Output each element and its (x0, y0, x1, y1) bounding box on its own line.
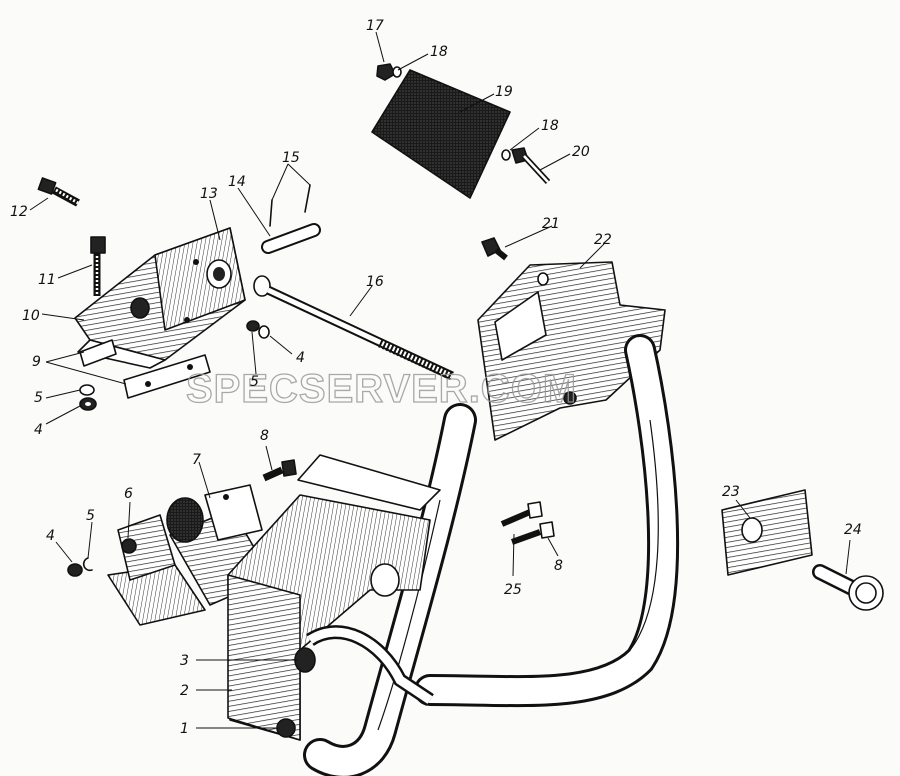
nut-washer-left (79, 384, 97, 411)
callout-18-right: 18 (541, 118, 559, 134)
callout-6: 6 (124, 486, 133, 502)
nut-washer-rod (246, 320, 270, 339)
washer-18-and-bolt-20 (501, 147, 551, 185)
cotter-pins-15 (269, 184, 311, 227)
callout-4-left: 4 (34, 422, 43, 438)
housing-2 (227, 454, 441, 741)
callout-5-left: 5 (34, 390, 43, 406)
leader-lines (29, 31, 851, 729)
plate-23 (721, 489, 813, 576)
rod-16 (253, 275, 454, 381)
callout-8-upper: 8 (260, 428, 269, 444)
callout-14: 14 (228, 174, 246, 190)
callout-5-lower: 5 (86, 508, 95, 524)
bolt-24 (812, 564, 884, 611)
bolt-8-lower (510, 521, 555, 545)
nut-17 (376, 63, 402, 81)
callout-4-mid: 4 (296, 350, 305, 366)
support-6 (107, 514, 206, 626)
callout-18-top: 18 (430, 44, 448, 60)
callout-12: 12 (10, 204, 28, 220)
callout-13: 13 (200, 186, 218, 202)
bolt-25 (500, 501, 543, 527)
callout-21: 21 (542, 216, 560, 232)
callout-11: 11 (38, 272, 56, 288)
callout-7: 7 (192, 452, 201, 468)
bolt-12 (37, 177, 80, 207)
nut-washer-6 (67, 557, 93, 577)
bolt-8-upper (262, 459, 297, 482)
callout-labels: 17 18 19 18 20 12 11 13 14 15 10 9 5 4 5… (10, 18, 862, 737)
callout-19: 19 (495, 84, 513, 100)
callout-8-lower: 8 (554, 558, 563, 574)
callout-4-lower: 4 (46, 528, 55, 544)
callout-15: 15 (282, 150, 300, 166)
bracket-10 (74, 227, 246, 369)
callout-22: 22 (594, 232, 612, 248)
callout-9: 9 (32, 354, 41, 370)
callout-5-mid: 5 (250, 374, 259, 390)
callout-1: 1 (180, 721, 189, 737)
callout-16: 16 (366, 274, 384, 290)
bolt-21 (481, 237, 508, 261)
callout-10: 10 (22, 308, 40, 324)
callout-24: 24 (844, 522, 862, 538)
callout-20: 20 (572, 144, 590, 160)
watermark: SPECSERVER.COM (186, 367, 577, 411)
callout-2: 2 (180, 683, 189, 699)
plate-9 (79, 339, 211, 399)
callout-3: 3 (180, 653, 189, 669)
pin-14 (261, 223, 321, 254)
callout-23: 23 (722, 484, 740, 500)
pedal-pad-19 (371, 69, 511, 199)
callout-17: 17 (366, 18, 384, 34)
bolt-11 (90, 236, 106, 296)
callout-25: 25 (504, 582, 522, 598)
